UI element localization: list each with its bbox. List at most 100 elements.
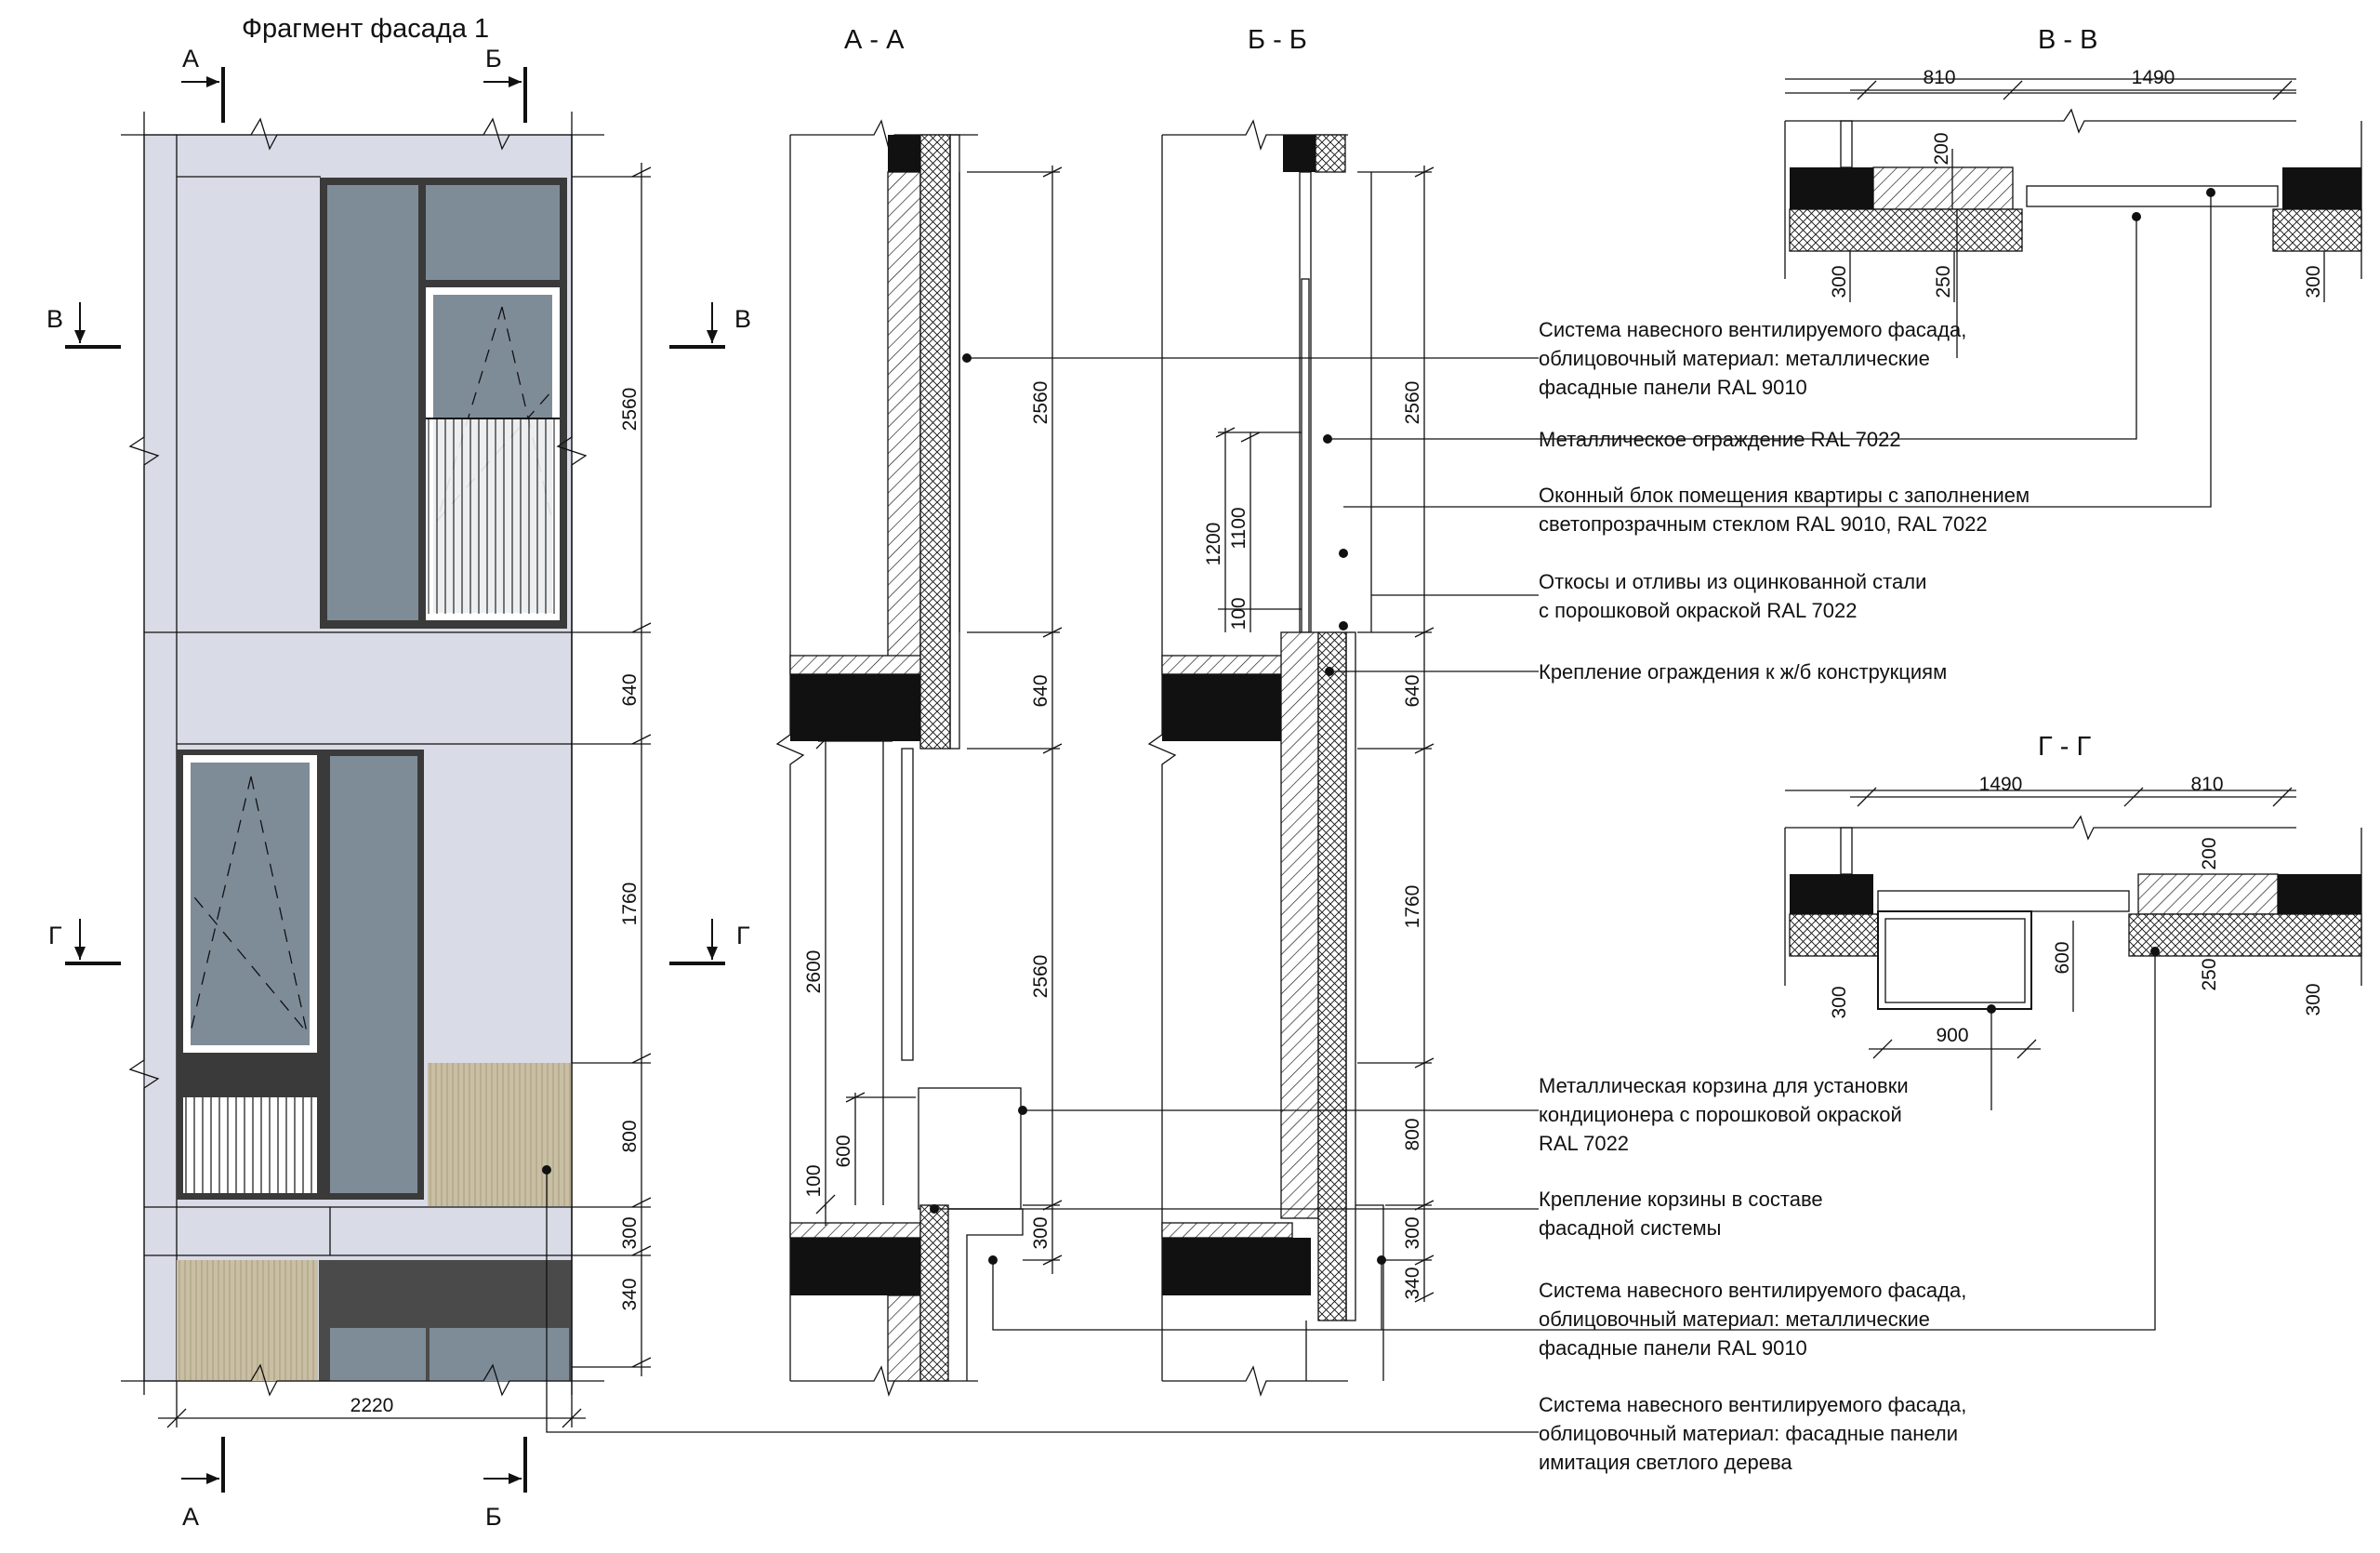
title-section-bb: Б - Б bbox=[1248, 25, 1307, 55]
dim-aa-2560-lower: 2560 bbox=[1030, 955, 1051, 999]
lower-window-pane-right bbox=[330, 756, 417, 1193]
svg-text:А: А bbox=[182, 1503, 199, 1531]
section-mark-v-right: В bbox=[669, 302, 751, 349]
upper-window-transom bbox=[426, 185, 560, 280]
dim-vv-300-right: 300 bbox=[2303, 265, 2324, 298]
svg-text:фасадной системы: фасадной системы bbox=[1539, 1216, 1722, 1240]
dim-bb-800: 800 bbox=[1402, 1118, 1423, 1150]
dim-facade-640: 640 bbox=[619, 673, 641, 706]
callout-ac-basket: Металлическая корзина для установки конд… bbox=[1539, 1074, 1909, 1155]
wood-panel-right bbox=[428, 1063, 572, 1206]
dim-facade-300: 300 bbox=[619, 1216, 641, 1249]
section-mark-v-left: В bbox=[46, 302, 121, 349]
svg-text:светопрозрачным стеклом RAL 90: светопрозрачным стеклом RAL 9010, RAL 70… bbox=[1539, 512, 1988, 536]
title-section-gg: Г - Г bbox=[2038, 732, 2091, 762]
svg-text:имитация светлого дерева: имитация светлого дерева bbox=[1539, 1451, 1792, 1474]
dim-gg-300-left: 300 bbox=[1829, 986, 1850, 1018]
svg-text:Металлическое ограждение RAL 7: Металлическое ограждение RAL 7022 bbox=[1539, 428, 1901, 451]
svg-text:облицовочный материал: металли: облицовочный материал: металлические bbox=[1539, 347, 1930, 370]
svg-text:А: А bbox=[182, 45, 199, 73]
svg-text:Г: Г bbox=[48, 922, 62, 949]
section-mark-g-right: Г bbox=[669, 919, 750, 965]
callout-vent-facade-metal-bottom: Система навесного вентилируемого фасада,… bbox=[1539, 1279, 1966, 1360]
dim-aa-640: 640 bbox=[1030, 674, 1051, 707]
dim-bb-2560: 2560 bbox=[1402, 381, 1423, 425]
dim-aa-100: 100 bbox=[803, 1164, 825, 1197]
dim-bb-340: 340 bbox=[1402, 1267, 1423, 1299]
svg-text:Крепление корзины в составе: Крепление корзины в составе bbox=[1539, 1188, 1823, 1211]
ac-basket bbox=[183, 1097, 317, 1193]
dim-vv-1490: 1490 bbox=[2132, 67, 2175, 88]
dim-bb-300: 300 bbox=[1402, 1216, 1423, 1249]
leader-lines bbox=[546, 192, 2212, 1433]
dim-bb-1200: 1200 bbox=[1203, 523, 1224, 566]
callout-metal-railing: Металлическое ограждение RAL 7022 bbox=[1539, 428, 1901, 451]
svg-text:облицовочный материал: фасадны: облицовочный материал: фасадные панели bbox=[1539, 1422, 1958, 1445]
facade-elevation: 2560 640 1760 800 300 340 2220 А Б А bbox=[46, 45, 751, 1531]
dim-facade-2560: 2560 bbox=[619, 388, 641, 431]
dim-aa-600: 600 bbox=[833, 1135, 854, 1167]
callout-vent-facade-metal-top: Система навесного вентилируемого фасада,… bbox=[1539, 318, 1966, 399]
section-mark-b-top: Б bbox=[483, 45, 527, 123]
section-vv-drawing: 810 1490 200 300 250 300 bbox=[1784, 67, 2362, 302]
svg-text:RAL 7022: RAL 7022 bbox=[1539, 1132, 1629, 1155]
dim-gg-300-right: 300 bbox=[2303, 983, 2324, 1015]
section-aa-drawing: 2560 640 2560 300 2600 600 100 bbox=[775, 119, 1063, 1398]
svg-text:Б: Б bbox=[485, 45, 502, 73]
dim-gg-810: 810 bbox=[2190, 774, 2223, 795]
section-gg-drawing: 1490 810 200 600 900 300 250 300 bbox=[1784, 774, 2362, 1059]
title-section-aa: А - А bbox=[844, 25, 905, 55]
upper-window-pane-left bbox=[327, 185, 418, 620]
svg-text:В: В bbox=[46, 305, 63, 333]
svg-text:Крепление ограждения к ж/б кон: Крепление ограждения к ж/б конструкциям bbox=[1539, 660, 1947, 684]
callout-window-block: Оконный блок помещения квартиры с заполн… bbox=[1539, 484, 2030, 536]
dim-facade-800: 800 bbox=[619, 1120, 641, 1152]
wood-panel-bottom bbox=[177, 1260, 318, 1381]
section-mark-b-bottom: Б bbox=[483, 1437, 527, 1531]
section-mark-a-top: А bbox=[181, 45, 225, 123]
dim-gg-200: 200 bbox=[2199, 837, 2220, 869]
title-section-vv: В - В bbox=[2038, 25, 2097, 55]
svg-text:с порошковой окраской RAL 7022: с порошковой окраской RAL 7022 bbox=[1539, 599, 1857, 622]
lower-window-sash bbox=[191, 763, 310, 1045]
dim-aa-2600: 2600 bbox=[803, 950, 825, 994]
svg-text:кондиционера с порошковой окра: кондиционера с порошковой окраской bbox=[1539, 1103, 1902, 1126]
svg-text:Б: Б bbox=[485, 1503, 502, 1531]
callout-vent-facade-wood: Система навесного вентилируемого фасада,… bbox=[1539, 1393, 1966, 1474]
dim-facade-2220: 2220 bbox=[350, 1395, 394, 1416]
dim-gg-900: 900 bbox=[1936, 1025, 1968, 1046]
dim-bb-1760: 1760 bbox=[1402, 885, 1423, 929]
dim-vv-200: 200 bbox=[1931, 132, 1952, 165]
section-bb-drawing: 2560 640 1760 800 300 340 1200 1100 100 bbox=[1147, 119, 1435, 1398]
dim-bb-100: 100 bbox=[1228, 597, 1250, 630]
dim-bb-1100: 1100 bbox=[1228, 507, 1250, 549]
dim-gg-1490: 1490 bbox=[1979, 774, 2023, 795]
dim-vv-300-left: 300 bbox=[1829, 265, 1850, 298]
svg-text:Система навесного вентилируемо: Система навесного вентилируемого фасада, bbox=[1539, 318, 1966, 341]
callout-basket-fixing: Крепление корзины в составе фасадной сис… bbox=[1539, 1188, 1823, 1240]
dim-aa-300: 300 bbox=[1030, 1216, 1051, 1249]
dim-facade-340: 340 bbox=[619, 1278, 641, 1310]
svg-text:Система навесного вентилируемо: Система навесного вентилируемого фасада, bbox=[1539, 1279, 1966, 1302]
svg-text:фасадные панели RAL 9010: фасадные панели RAL 9010 bbox=[1539, 376, 1807, 399]
dim-vv-810: 810 bbox=[1923, 67, 1955, 88]
svg-text:облицовочный материал: металли: облицовочный материал: металлические bbox=[1539, 1307, 1930, 1331]
dim-bb-640: 640 bbox=[1402, 674, 1423, 707]
section-mark-a-bottom: А bbox=[181, 1437, 225, 1531]
callout-reveals-sills: Откосы и отливы из оцинкованной стали с … bbox=[1539, 570, 1926, 622]
svg-text:Система навесного вентилируемо: Система навесного вентилируемого фасада, bbox=[1539, 1393, 1966, 1416]
svg-text:Металлическая корзина для уста: Металлическая корзина для установки bbox=[1539, 1074, 1909, 1097]
svg-text:В: В bbox=[734, 305, 751, 333]
dim-aa-2560-upper: 2560 bbox=[1030, 381, 1051, 425]
section-mark-g-left: Г bbox=[48, 919, 121, 965]
dim-gg-600: 600 bbox=[2052, 941, 2073, 974]
title-facade: Фрагмент фасада 1 bbox=[242, 14, 489, 44]
svg-text:Откосы и отливы из оцинкованно: Откосы и отливы из оцинкованной стали bbox=[1539, 570, 1926, 593]
dim-facade-1760: 1760 bbox=[619, 883, 641, 926]
dim-gg-250: 250 bbox=[2199, 958, 2220, 990]
callout-railing-fixing: Крепление ограждения к ж/б конструкциям bbox=[1539, 660, 1947, 684]
upper-railing bbox=[426, 418, 560, 614]
svg-text:фасадные панели RAL 9010: фасадные панели RAL 9010 bbox=[1539, 1336, 1807, 1360]
dim-vv-250: 250 bbox=[1933, 265, 1954, 298]
